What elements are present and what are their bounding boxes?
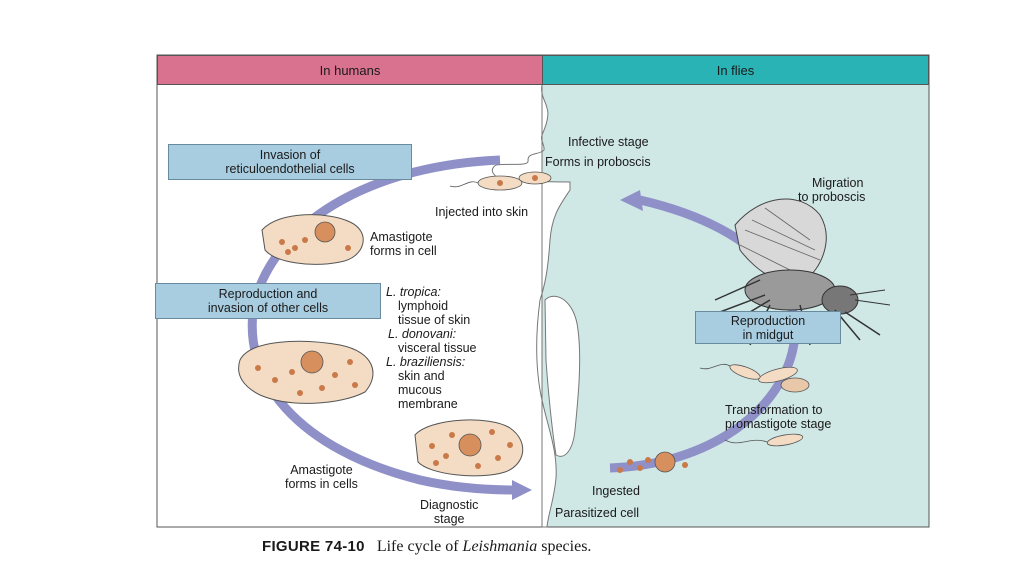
species-braziliensis-desc3: membrane [398, 397, 458, 411]
caption-genus: Leishmania [462, 538, 538, 555]
caption-spacer [369, 538, 377, 555]
header-in-flies-label: In flies [716, 62, 755, 78]
ingested-cell-cluster [617, 451, 688, 473]
box-midgut-line2: in midgut [742, 327, 794, 342]
amastigote-cell-middle [238, 340, 374, 404]
label-migration: Migration to proboscis [798, 176, 865, 204]
box-invasion-line2: reticuloendothelial cells [225, 162, 355, 176]
species-braziliensis-desc1: skin and [398, 369, 445, 383]
box-invasion-reticuloendothelial: Invasion of reticuloendothelial cells [168, 144, 412, 180]
label-amastigote-forms-in-cell: Amastigote forms in cell [370, 230, 437, 258]
label-transformation-line2: promastigote stage [725, 417, 832, 431]
label-diagnostic-stage: Diagnostic stage [420, 498, 478, 526]
promastigotes-in-fly [699, 363, 810, 447]
label-amastigote-cells-line2: forms in cells [285, 477, 358, 491]
caption-figure-number: FIGURE 74-10 [262, 538, 365, 555]
label-amastigote-cell-line2: forms in cell [370, 244, 437, 258]
label-migration-line1: Migration [812, 176, 864, 190]
box-reproduction-line2: invasion of other cells [207, 301, 329, 315]
label-injected-into-skin: Injected into skin [435, 205, 529, 219]
species-donovani-desc: visceral tissue [398, 341, 477, 355]
label-transformation: Transformation to promastigote stage [725, 403, 831, 431]
label-ingested: Ingested [592, 484, 640, 498]
label-species-list: L. tropica: lymphoid tissue of skin L. d… [386, 285, 477, 411]
human-arm [544, 295, 581, 457]
box-reproduction-invasion: Reproduction and invasion of other cells [155, 283, 381, 319]
species-donovani: L. donovani: [388, 327, 457, 341]
sandfly-illustration [711, 198, 891, 346]
injected-promastigote [449, 171, 552, 191]
caption-text-post: species. [537, 538, 592, 555]
box-reproduction-midgut: Reproduction in midgut [695, 311, 841, 344]
species-tropica: L. tropica: [386, 285, 441, 299]
species-braziliensis: L. braziliensis: [386, 355, 466, 369]
box-invasion-line1: Invasion of [259, 148, 321, 162]
header-in-humans: In humans [157, 55, 543, 85]
amastigote-cell-top [261, 214, 364, 265]
fly-cycle-arrowhead [620, 190, 643, 211]
header-in-flies: In flies [542, 55, 929, 85]
fly-cycle-arrow [609, 195, 800, 473]
caption-text-pre: Life cycle of [376, 538, 463, 555]
label-transformation-line1: Transformation to [725, 403, 823, 417]
label-amastigote-cells-line1: Amastigote [290, 463, 353, 477]
label-amastigote-cell-line1: Amastigote [370, 230, 433, 244]
box-reproduction-line1: Reproduction and [218, 287, 318, 301]
label-infective-stage: Infective stage [568, 135, 649, 149]
box-midgut-line1: Reproduction [730, 313, 806, 328]
species-tropica-desc2: tissue of skin [398, 313, 471, 327]
figure-caption: FIGURE 74-10 Life cycle of Leishmania sp… [262, 538, 591, 556]
species-tropica-desc1: lymphoid [398, 299, 449, 313]
header-in-humans-label: In humans [319, 62, 381, 78]
label-forms-in-proboscis: Forms in proboscis [545, 155, 651, 169]
human-cycle-arrowhead [512, 480, 532, 500]
label-migration-line2: to proboscis [798, 190, 866, 204]
label-diagnostic-line1: Diagnostic [420, 498, 479, 512]
label-amastigote-forms-in-cells: Amastigote forms in cells [285, 463, 358, 491]
label-parasitized-cell: Parasitized cell [555, 506, 640, 520]
label-diagnostic-line2: stage [433, 512, 465, 526]
species-braziliensis-desc2: mucous [398, 383, 442, 397]
amastigote-cell-bottom [414, 419, 524, 477]
